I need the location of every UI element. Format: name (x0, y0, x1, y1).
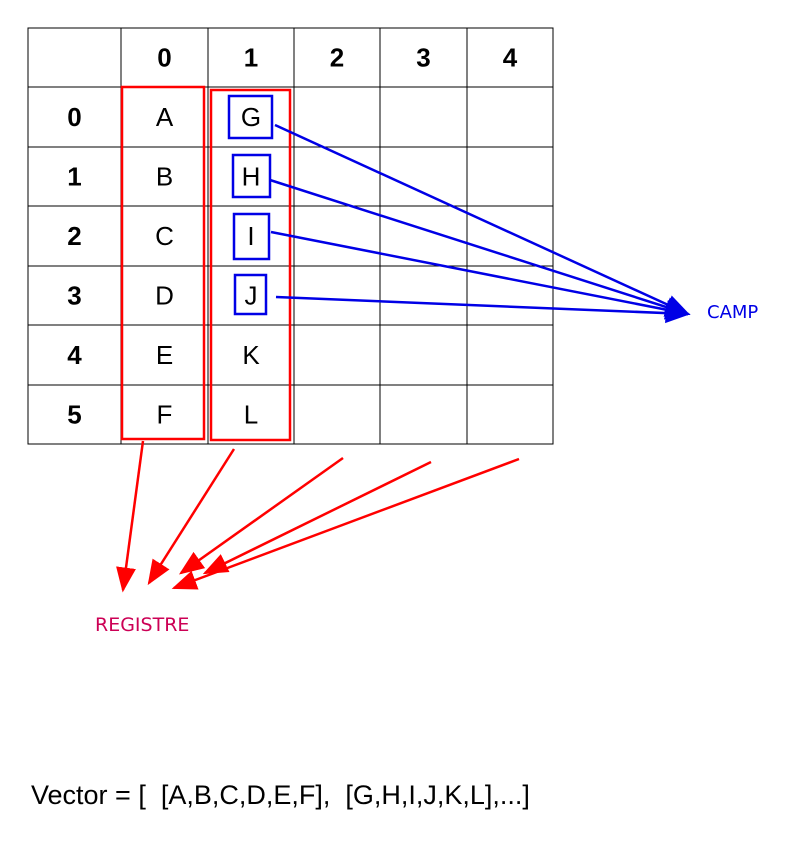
camp-arrow-h (269, 178, 691, 317)
registre-arrow-col-2 (178, 456, 344, 575)
column-header: 1 (244, 43, 258, 73)
registre-arrow-col-1 (147, 448, 236, 586)
table-cell: D (155, 281, 174, 311)
table-cell: E (156, 340, 173, 370)
table-cell: F (157, 400, 173, 430)
row-header: 2 (67, 221, 81, 251)
row-header: 3 (67, 281, 81, 311)
table-cell: C (155, 221, 174, 251)
camp-arrow-j (275, 295, 691, 324)
registre-arrow-col-3 (202, 460, 432, 575)
camp-label: CAMP (707, 302, 758, 323)
camp-box-j (233, 273, 268, 316)
row-header: 5 (67, 400, 81, 430)
column-header: 3 (416, 43, 430, 73)
column-header: 0 (157, 43, 171, 73)
table-cell: L (244, 400, 258, 430)
table-cell: K (242, 340, 260, 370)
camp-arrow-i (270, 230, 691, 320)
data-table-cells: 0 1 2 3 4 0 1 2 3 4 5 A G B H C I D J E K F L (67, 43, 518, 430)
column-header: 2 (330, 43, 344, 73)
table-cell: J (245, 281, 258, 311)
column-header: 4 (503, 43, 518, 73)
table-border (27, 27, 554, 445)
registre-highlight-column-0 (120, 85, 206, 441)
row-header: 4 (67, 340, 82, 370)
table-cell: G (241, 102, 261, 132)
registre-label: REGISTRE (95, 614, 189, 636)
table-cell: A (156, 102, 174, 132)
camp-box-h (231, 153, 272, 199)
registre-arrow-col-0 (116, 440, 145, 593)
table-cell: B (156, 162, 173, 192)
table-cell: H (242, 162, 261, 192)
row-header: 1 (67, 162, 81, 192)
registre-arrow-col-4 (171, 457, 520, 590)
table-cell: I (247, 221, 254, 251)
camp-box-i (232, 212, 271, 261)
camp-box-g (227, 94, 274, 140)
row-header: 0 (67, 102, 81, 132)
registre-highlight-column-1 (209, 88, 292, 442)
vector-formula: Vector = [ [A,B,C,D,E,F], [G,H,I,J,K,L],… (31, 780, 530, 810)
camp-arrow-g (274, 123, 691, 316)
